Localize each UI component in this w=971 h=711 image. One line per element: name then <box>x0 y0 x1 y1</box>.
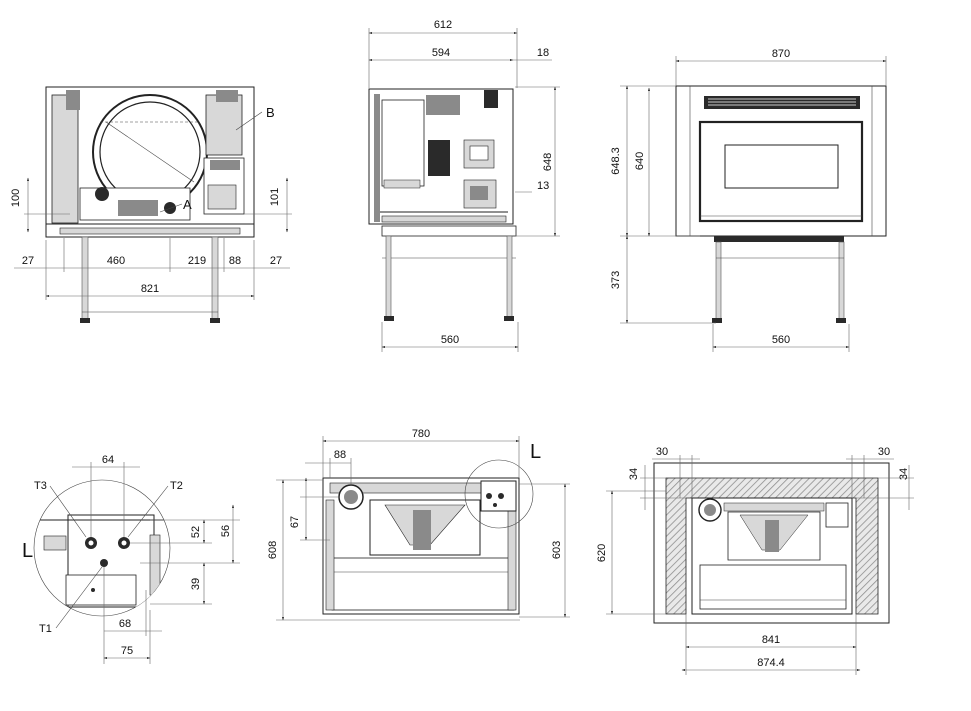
front-leg-right <box>211 236 219 322</box>
cladding-dim-373: 373 <box>610 271 622 289</box>
front-leg-left <box>81 236 89 322</box>
detail-label-t3: T3 <box>34 480 47 492</box>
niche-dim-30-left: 30 <box>656 446 668 458</box>
front-dim-88: 88 <box>229 255 241 267</box>
front-view: B A 100 101 27 460 219 88 27 821 <box>10 86 292 323</box>
niche-view: 30 34 30 34 620 841 874.4 <box>596 446 914 675</box>
cladding-view: 870 648.3 640 373 560 <box>610 48 887 352</box>
detail-dim-75: 75 <box>121 645 133 657</box>
front-housing-outline <box>45 86 255 238</box>
cladding-dim-560: 560 <box>772 334 790 346</box>
cladding-top-grille <box>704 96 860 109</box>
front-dim-100: 100 <box>10 189 22 207</box>
front-left-duct <box>51 94 79 224</box>
niche-dim-841: 841 <box>762 634 780 646</box>
cladding-leg-left <box>715 241 722 323</box>
front-top-fitting <box>66 90 80 110</box>
side-dim-18: 18 <box>537 47 549 59</box>
front-dim-101: 101 <box>269 188 281 206</box>
side-housing-outline <box>368 88 514 225</box>
front-dim-27-right: 27 <box>270 255 282 267</box>
niche-dim-30-right: 30 <box>878 446 890 458</box>
top-dim-608: 608 <box>267 541 279 559</box>
cladding-dim-640: 640 <box>634 152 646 170</box>
niche-dim-874-4: 874.4 <box>757 657 785 669</box>
side-dim-13: 13 <box>537 180 549 192</box>
front-right-unit <box>205 94 243 156</box>
top-dim-88: 88 <box>334 449 346 461</box>
detail-label-l: L <box>22 540 33 562</box>
detail-port-t1 <box>100 559 108 567</box>
side-dim-594: 594 <box>432 47 450 59</box>
side-dim-560: 560 <box>441 334 459 346</box>
side-dim-612: 612 <box>434 19 452 31</box>
cladding-dim-870: 870 <box>772 48 790 60</box>
detail-dim-64: 64 <box>102 454 114 466</box>
cladding-glass <box>724 144 839 189</box>
front-dim-27-left: 27 <box>22 255 34 267</box>
front-label-b: B <box>266 105 275 120</box>
cladding-leg-right <box>838 241 845 323</box>
top-dim-603: 603 <box>551 541 563 559</box>
front-label-a: A <box>183 197 192 212</box>
detail-label-t1: T1 <box>39 623 52 635</box>
cladding-dim-648-3: 648.3 <box>610 147 622 175</box>
detail-dim-56: 56 <box>220 525 232 537</box>
niche-dim-620: 620 <box>596 544 608 562</box>
top-dim-780: 780 <box>412 428 430 440</box>
detail-view: L 64 T3 T2 52 56 39 T1 68 75 <box>22 454 240 664</box>
niche-outer <box>653 462 890 624</box>
front-dim-460: 460 <box>107 255 125 267</box>
niche-dim-34-right: 34 <box>898 468 910 480</box>
top-label-l: L <box>530 441 541 463</box>
front-dim-219: 219 <box>188 255 206 267</box>
front-dim-821: 821 <box>141 283 159 295</box>
top-view: L 780 88 67 608 603 <box>267 428 570 621</box>
top-detail-l-circle <box>464 459 534 529</box>
niche-dim-34-left: 34 <box>628 468 640 480</box>
top-dim-67: 67 <box>289 516 301 528</box>
detail-dim-39: 39 <box>190 578 202 590</box>
top-outline <box>322 477 520 615</box>
side-dim-648: 648 <box>542 153 554 171</box>
detail-dim-52: 52 <box>190 526 202 538</box>
side-leg-left <box>385 235 392 319</box>
detail-circle <box>33 479 171 617</box>
side-leg-right <box>506 235 513 319</box>
side-view: 612 594 18 648 13 560 <box>368 19 560 352</box>
detail-label-t2: T2 <box>170 480 183 492</box>
detail-dim-68: 68 <box>119 618 131 630</box>
